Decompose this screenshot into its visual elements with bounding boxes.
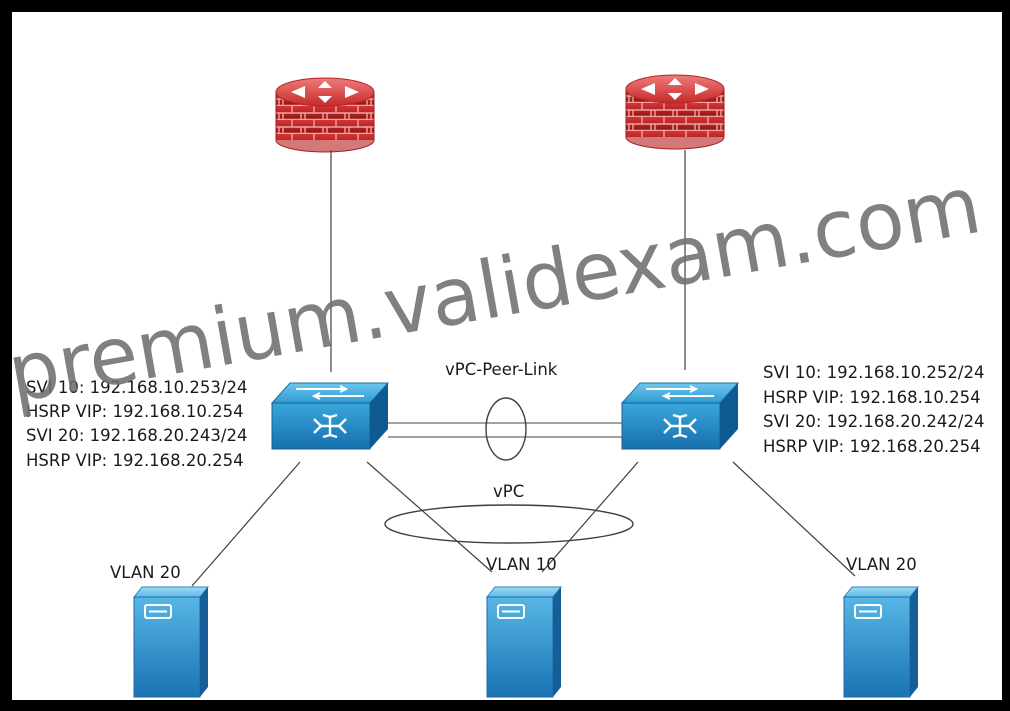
server-right-icon	[843, 586, 919, 698]
link-right-switch-server-mid	[541, 461, 639, 573]
link-right-switch-server-right	[732, 461, 856, 577]
firewall-left-icon	[275, 77, 375, 153]
peer-link-ellipse	[485, 397, 527, 461]
link-left-switch-server-mid	[366, 461, 493, 573]
right-svi10-line: SVI 10: 192.168.10.252/24	[763, 363, 984, 382]
connections	[191, 150, 856, 587]
left-switch-info: SVI 10: 192.168.10.253/24 HSRP VIP: 192.…	[26, 378, 247, 470]
left-svi20-line: SVI 20: 192.168.20.243/24	[26, 426, 247, 445]
vpc-ellipse	[384, 504, 634, 544]
link-left-switch-server-left	[191, 461, 301, 587]
switch-left-icon	[270, 381, 390, 451]
switch-right-icon	[620, 381, 740, 451]
server-middle-icon	[486, 586, 562, 698]
peer-link-label: vPC-Peer-Link	[445, 360, 558, 379]
left-hsrp10-line: HSRP VIP: 192.168.10.254	[26, 402, 244, 421]
firewall-right-icon	[625, 74, 725, 150]
right-svi20-line: SVI 20: 192.168.20.242/24	[763, 412, 984, 431]
vlan-label-left: VLAN 20	[110, 563, 181, 582]
server-left-icon	[133, 586, 209, 698]
right-hsrp20-line: HSRP VIP: 192.168.20.254	[763, 437, 981, 456]
right-switch-info: SVI 10: 192.168.10.252/24 HSRP VIP: 192.…	[763, 363, 984, 456]
vpc-label: vPC	[493, 482, 524, 501]
vlan-label-right: VLAN 20	[846, 555, 917, 574]
right-hsrp10-line: HSRP VIP: 192.168.10.254	[763, 388, 981, 407]
left-svi10-line: SVI 10: 192.168.10.253/24	[26, 378, 247, 397]
vlan-label-middle: VLAN 10	[486, 555, 557, 574]
left-hsrp20-line: HSRP VIP: 192.168.20.254	[26, 451, 244, 470]
